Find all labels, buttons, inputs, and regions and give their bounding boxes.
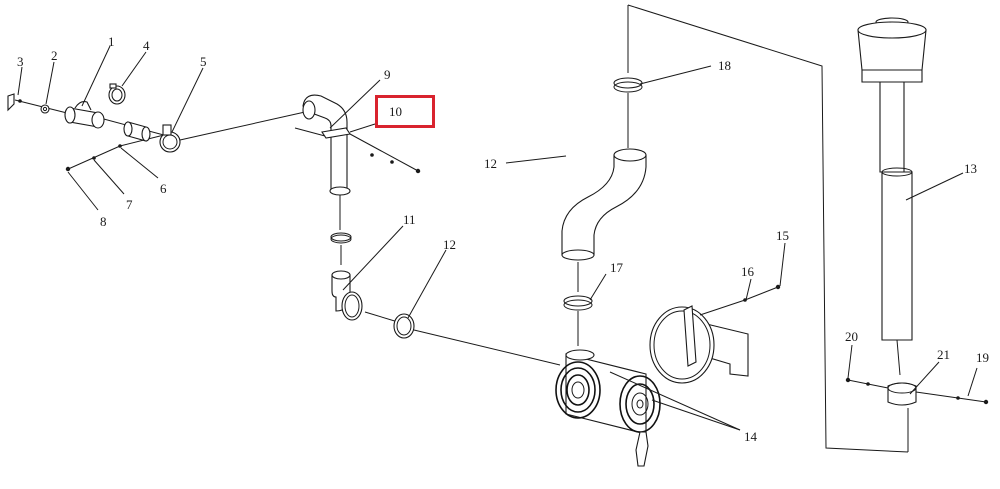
callout-2: 2 bbox=[51, 48, 58, 63]
callout-12-upper: 12 bbox=[484, 156, 497, 171]
part-18-clamp bbox=[613, 77, 643, 148]
part-17-clamp bbox=[563, 295, 593, 346]
perspective-frame bbox=[627, 4, 909, 453]
callout-17: 17 bbox=[610, 260, 624, 275]
callout-19: 19 bbox=[976, 350, 989, 365]
hose-sleeve bbox=[123, 121, 151, 142]
callout-3: 3 bbox=[17, 54, 24, 69]
part-9-elbow-pipe bbox=[294, 94, 421, 230]
callout-18: 18 bbox=[718, 58, 731, 73]
part-12-clamp-lower bbox=[364, 311, 561, 366]
callout-15: 15 bbox=[776, 228, 789, 243]
highlight-box bbox=[375, 95, 435, 128]
callout-14: 14 bbox=[744, 429, 758, 444]
part-21-clamp bbox=[845, 377, 989, 406]
filter-mounting-band bbox=[649, 284, 781, 384]
callout-10: 10 bbox=[389, 104, 402, 119]
part-13-pre-cleaner-stack bbox=[857, 17, 927, 376]
callout-5: 5 bbox=[200, 54, 207, 69]
part-3-bracket bbox=[7, 93, 15, 112]
callout-11: 11 bbox=[403, 212, 416, 227]
callout-20: 20 bbox=[845, 329, 858, 344]
part-1-adapter bbox=[64, 101, 105, 129]
callout-8: 8 bbox=[100, 214, 107, 229]
left-hardware-group bbox=[7, 83, 306, 172]
part-2-nut bbox=[40, 104, 50, 114]
callout-9: 9 bbox=[384, 67, 391, 82]
callout-1: 1 bbox=[108, 34, 115, 49]
callout-6: 6 bbox=[160, 181, 167, 196]
part-4-clamp bbox=[108, 83, 126, 105]
callout-4: 4 bbox=[143, 38, 150, 53]
part-11-lower-elbow bbox=[330, 232, 363, 321]
leader-lines bbox=[17, 45, 978, 397]
callout-16: 16 bbox=[741, 264, 755, 279]
part-12-intake-pipe bbox=[561, 148, 647, 292]
callout-13: 13 bbox=[964, 161, 977, 176]
callout-21: 21 bbox=[937, 347, 950, 362]
callout-7: 7 bbox=[126, 197, 133, 212]
callout-labels: 1 2 3 4 5 6 7 8 9 10 11 12 12 13 14 15 1… bbox=[17, 34, 989, 444]
part-5-clamp bbox=[159, 124, 181, 153]
callout-12-lower: 12 bbox=[443, 237, 456, 252]
part-14-air-cleaner bbox=[555, 349, 741, 467]
